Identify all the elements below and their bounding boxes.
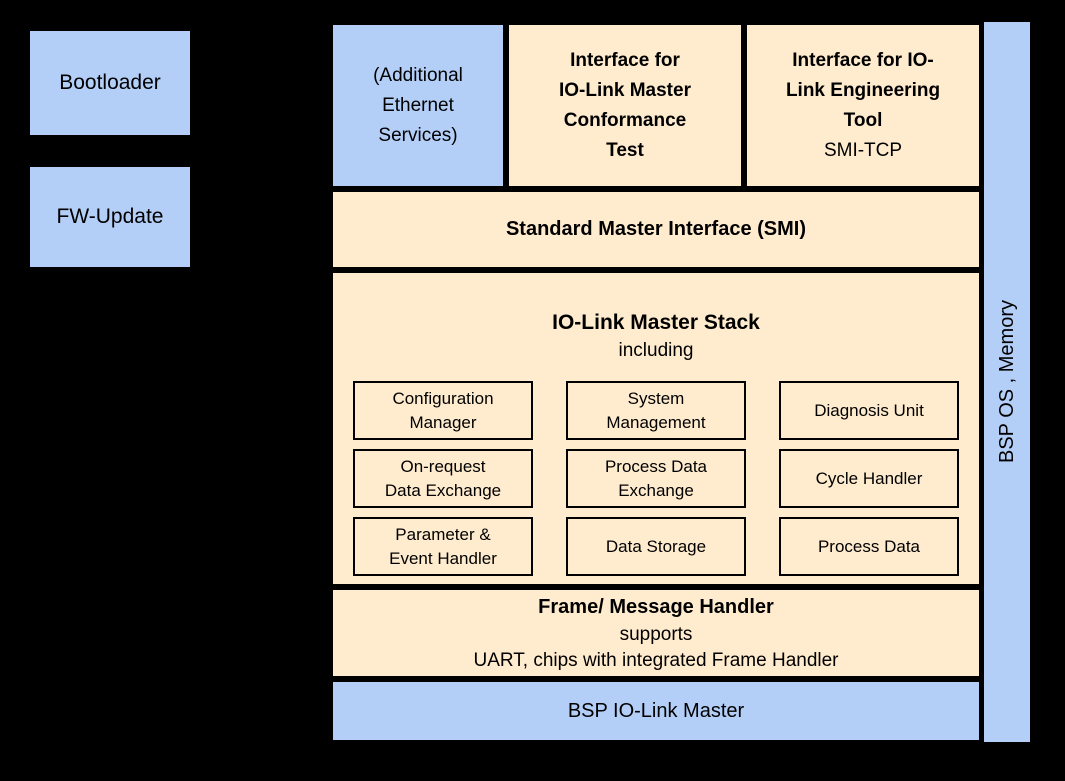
conformance-line: IO-Link Master bbox=[559, 79, 691, 101]
module-on-request-data-exchange: On-request Data Exchange bbox=[353, 449, 533, 508]
bsp-label: BSP IO-Link Master bbox=[567, 699, 745, 722]
io-link-master-stack-diagram: (Additional Ethernet Services) Interface… bbox=[331, 23, 981, 742]
module-cycle-handler: Cycle Handler bbox=[779, 449, 959, 508]
bsp-os-memory-label: BSP OS , Memory bbox=[995, 300, 1018, 464]
additional-ethernet-line: (Additional bbox=[373, 64, 463, 86]
additional-ethernet-line: Ethernet bbox=[382, 94, 454, 116]
module-process-data-exchange: Process Data Exchange bbox=[566, 449, 746, 508]
bsp-io-link-master-layer: BSP IO-Link Master bbox=[331, 680, 981, 742]
engineering-line: Interface for IO- bbox=[792, 49, 934, 71]
master-stack-subtitle: including bbox=[618, 340, 694, 361]
module-system-management: System Management bbox=[566, 381, 746, 440]
smi-label: Standard Master Interface (SMI) bbox=[505, 218, 807, 240]
frame-handler-subtitle: supports bbox=[619, 623, 693, 645]
module-parameter-event-handler: Parameter & Event Handler bbox=[353, 517, 533, 576]
engineering-line: Link Engineering bbox=[785, 79, 941, 101]
frame-message-handler-layer: Frame/ Message Handler supports UART, ch… bbox=[331, 588, 981, 678]
module-data-storage: Data Storage bbox=[566, 517, 746, 576]
standard-master-interface-layer: Standard Master Interface (SMI) bbox=[331, 190, 981, 269]
interface-layer-row: (Additional Ethernet Services) Interface… bbox=[331, 23, 981, 188]
engineering-tool-interface-box: Interface for IO- Link Engineering Tool … bbox=[745, 23, 981, 188]
conformance-line: Interface for bbox=[570, 49, 680, 71]
engineering-line: Tool bbox=[843, 109, 883, 131]
bootloader-box: Bootloader bbox=[28, 29, 192, 137]
smi-tcp-label: SMI-TCP bbox=[823, 139, 903, 161]
module-process-data: Process Data bbox=[779, 517, 959, 576]
master-stack-title: IO-Link Master Stack bbox=[552, 311, 760, 334]
fw-update-label: FW-Update bbox=[56, 205, 164, 228]
additional-ethernet-services-box: (Additional Ethernet Services) bbox=[331, 23, 505, 188]
module-configuration-manager: Configuration Manager bbox=[353, 381, 533, 440]
fw-update-box: FW-Update bbox=[28, 165, 192, 269]
conformance-line: Test bbox=[606, 139, 644, 161]
master-stack-section: IO-Link Master Stack including Configura… bbox=[331, 271, 981, 586]
conformance-line: Conformance bbox=[563, 109, 687, 131]
frame-handler-title: Frame/ Message Handler bbox=[538, 595, 774, 618]
bsp-os-memory-strip: BSP OS , Memory bbox=[984, 22, 1030, 742]
module-grid: Configuration Manager System Management … bbox=[333, 381, 979, 576]
bootloader-label: Bootloader bbox=[59, 71, 161, 94]
additional-ethernet-line: Services) bbox=[378, 124, 458, 146]
frame-handler-detail: UART, chips with integrated Frame Handle… bbox=[473, 649, 839, 671]
conformance-test-interface-box: Interface for IO-Link Master Conformance… bbox=[507, 23, 743, 188]
module-diagnosis-unit: Diagnosis Unit bbox=[779, 381, 959, 440]
